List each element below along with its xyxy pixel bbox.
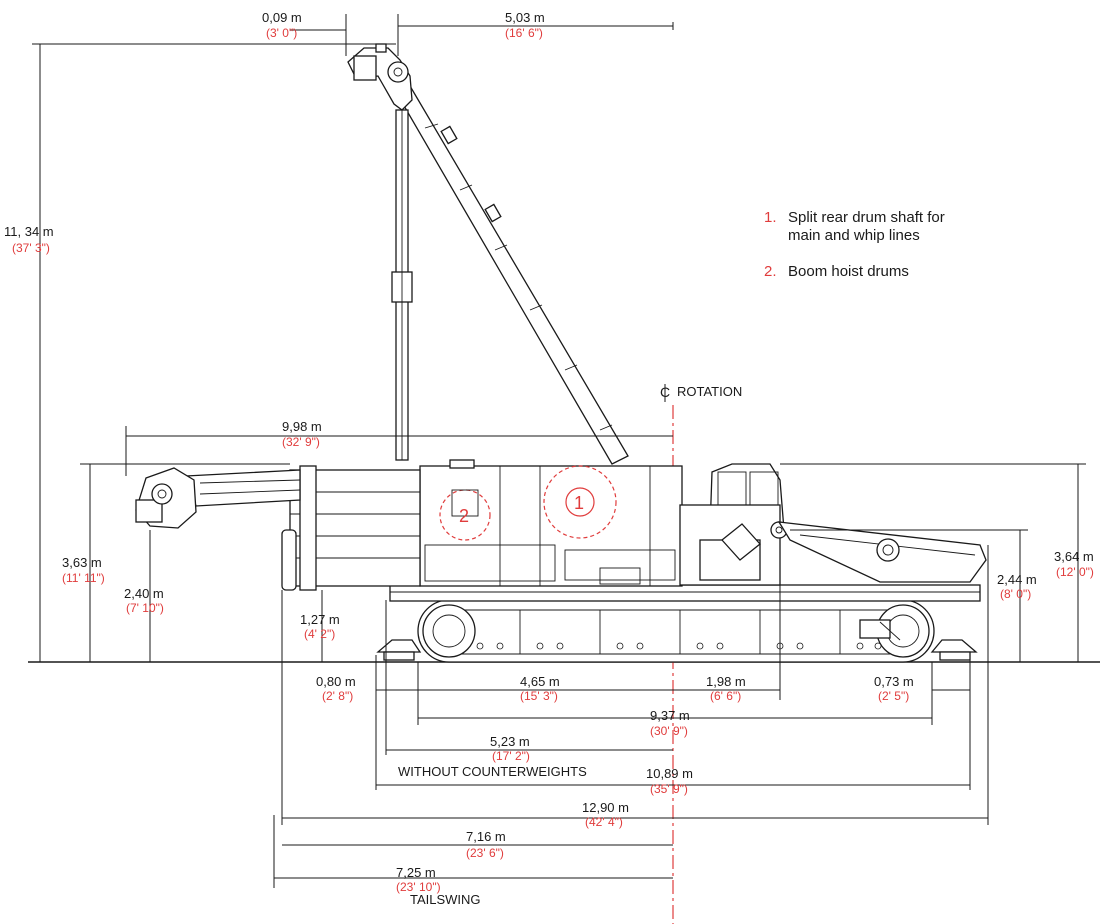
svg-text:Boom hoist drums: Boom hoist drums (788, 263, 909, 280)
svg-text:3,64 m: 3,64 m (1054, 549, 1094, 564)
svg-text:(37' 3"): (37' 3") (12, 241, 50, 255)
svg-text:4,65 m: 4,65 m (520, 674, 560, 689)
svg-text:(12' 0"): (12' 0") (1056, 565, 1094, 579)
svg-text:(42' 4"): (42' 4") (585, 815, 623, 829)
dim-rear-to-center-a: 7,16 m (23' 6") (282, 829, 673, 860)
svg-text:2: 2 (459, 506, 469, 526)
svg-text:10,89 m: 10,89 m (646, 766, 693, 781)
svg-text:(32' 9"): (32' 9") (282, 435, 320, 449)
rear-jib (135, 467, 301, 529)
svg-text:(3' 0"): (3' 0") (266, 26, 297, 40)
dim-overall-height: 11, 34 m (37' 3") (4, 43, 396, 662)
bottom-extension-lines (273, 540, 989, 888)
svg-text:0,09 m: 0,09 m (262, 10, 302, 25)
dim-front-pad: 0,73 m (2' 5") (874, 674, 970, 703)
dim-boom-foot-height: 2,44 m (8' 0") (790, 529, 1037, 662)
upper-house (419, 459, 683, 587)
svg-text:(2' 8"): (2' 8") (322, 689, 353, 703)
svg-text:2.: 2. (764, 263, 777, 280)
svg-text:2,40 m: 2,40 m (124, 586, 164, 601)
crawler-track (417, 599, 935, 663)
legend-item-1: 1. Split rear drum shaft for main and wh… (764, 209, 945, 244)
svg-text:9,37 m: 9,37 m (650, 708, 690, 723)
svg-text:1,98 m: 1,98 m (706, 674, 746, 689)
svg-text:(23' 6"): (23' 6") (466, 846, 504, 860)
dim-counterweight-clearance: 1,27 m (4' 2") (300, 590, 340, 662)
dim-center-to-boom-foot: 1,98 m (6' 6") (673, 674, 780, 703)
svg-text:(30' 9"): (30' 9") (650, 724, 688, 738)
carbody (389, 584, 981, 602)
svg-text:12,90 m: 12,90 m (582, 800, 629, 815)
centerline-icon: C (660, 384, 670, 402)
drum-marker-2: 2 (439, 489, 491, 541)
counterweight-stack (281, 465, 421, 591)
svg-text:(11' 11"): (11' 11") (62, 571, 105, 585)
svg-text:7,25 m: 7,25 m (396, 865, 436, 880)
svg-text:(16' 6"): (16' 6") (505, 26, 543, 40)
svg-text:1.: 1. (764, 209, 777, 226)
boom-tip (347, 43, 413, 111)
svg-text:(7' 10"): (7' 10") (126, 601, 164, 615)
dim-jib-to-center: 9,98 m (32' 9") (125, 419, 673, 476)
svg-text:2,44 m: 2,44 m (997, 572, 1037, 587)
dim-jib-height: 2,40 m (7' 10") (124, 530, 164, 662)
svg-text:(8' 0"): (8' 0") (1000, 587, 1031, 601)
dim-boom-tip-to-center: 5,03 m (16' 6") (398, 10, 673, 40)
dim-track-rear-to-center: 4,65 m (15' 3") (418, 674, 673, 703)
dim-rear-height: 3,63 m (11' 11") (62, 463, 290, 662)
dim-tailswing-no-cw: 5,23 m (17' 2") WITHOUT COUNTERWEIGHTS (386, 734, 673, 779)
svg-text:(17' 2"): (17' 2") (492, 749, 530, 763)
svg-text:(2' 5"): (2' 5") (878, 689, 909, 703)
svg-text:main and whip lines: main and whip lines (788, 227, 920, 244)
svg-text:(6' 6"): (6' 6") (710, 689, 741, 703)
svg-text:5,23 m: 5,23 m (490, 734, 530, 749)
dim-front-height: 3,64 m (12' 0") (780, 463, 1094, 662)
svg-text:9,98 m: 9,98 m (282, 419, 322, 434)
tailswing-label: TAILSWING (410, 892, 481, 907)
svg-text:(35' 9"): (35' 9") (650, 782, 688, 796)
without-counterweights-label: WITHOUT COUNTERWEIGHTS (398, 764, 587, 779)
svg-text:3,63 m: 3,63 m (62, 555, 102, 570)
drum-marker-1: 1 (543, 465, 617, 539)
dim-overall-length-no-cw: 10,89 m (35' 9") (376, 766, 970, 796)
svg-text:1: 1 (574, 493, 584, 513)
dim-track-length: 9,37 m (30' 9") (418, 708, 932, 738)
svg-text:1,27 m: 1,27 m (300, 612, 340, 627)
legend: 1. Split rear drum shaft for main and wh… (764, 209, 945, 280)
svg-text:Split rear drum shaft for: Split rear drum shaft for (788, 209, 945, 226)
dim-boom-offset: 0,09 m (3' 0") (262, 10, 399, 56)
svg-text:(4' 2"): (4' 2") (304, 627, 335, 641)
svg-text:5,03 m: 5,03 m (505, 10, 545, 25)
legend-item-2: 2. Boom hoist drums (764, 263, 909, 280)
operator-cab (679, 463, 785, 586)
svg-text:(15' 3"): (15' 3") (520, 689, 558, 703)
svg-text:0,73 m: 0,73 m (874, 674, 914, 689)
svg-text:7,16 m: 7,16 m (466, 829, 506, 844)
centerline-label: ROTATION (677, 384, 742, 399)
main-boom (395, 85, 629, 465)
svg-text:0,80 m: 0,80 m (316, 674, 356, 689)
dim-rear-pad: 0,80 m (2' 8") (316, 674, 418, 703)
dim-tailswing: 7,25 m (23' 10") TAILSWING (274, 865, 673, 907)
mast (391, 109, 413, 461)
svg-text:(23' 10"): (23' 10") (396, 880, 441, 894)
svg-text:11, 34 m: 11, 34 m (4, 224, 54, 239)
dim-overall-length: 12,90 m (42' 4") (282, 800, 988, 829)
crane-illustration: 1 2 (135, 43, 987, 663)
front-boom-foot (770, 521, 987, 641)
